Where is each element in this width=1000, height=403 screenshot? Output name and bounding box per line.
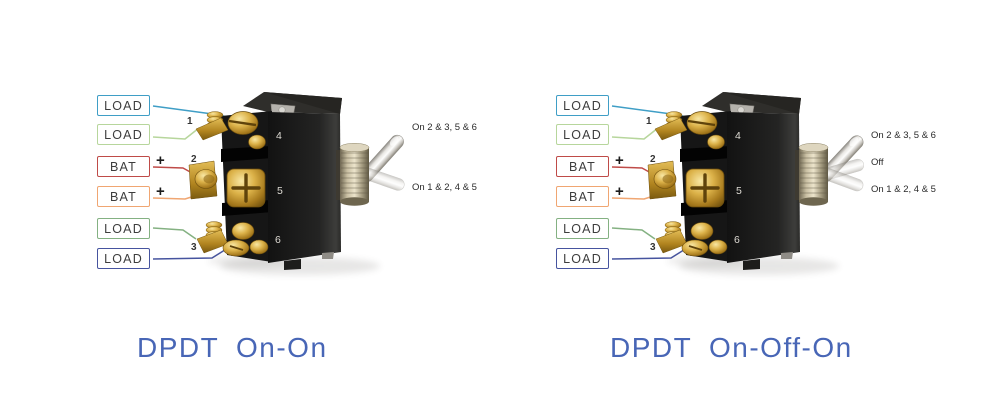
wire-bat-1 [611,166,652,174]
label-load-4: LOAD [97,248,150,269]
terminal-number-3: 3 [650,242,656,253]
diagram-dpdt-on-on: 1 2 3 4 5 6 On 2 & 3, 5 & 6 On 1 & 2, 4 … [97,0,477,363]
diagram-title-on-on: DPDT On-On [137,332,328,363]
switch-bushing [794,142,829,207]
label-load-3-text: LOAD [563,221,602,236]
label-load-1: LOAD [97,95,150,116]
switch-scene: 1 2 3 4 5 6 On 2 & 3, 5 & 6 On 1 & 2, 4 … [152,0,477,310]
terminal-number-6: 6 [734,234,740,246]
terminal-number-5: 5 [277,185,283,197]
terminal-number-1: 1 [187,116,193,127]
position-label-down: On 1 & 2, 4 & 5 [412,182,477,193]
bat-1-plus-sign: + [156,152,165,169]
position-label-up: On 2 & 3, 5 & 6 [871,130,936,141]
label-load-4-text: LOAD [104,251,143,266]
label-bat-1: BAT [556,156,609,177]
label-load-1-text: LOAD [563,98,602,113]
label-load-4: LOAD [556,248,609,269]
position-label-up: On 2 & 3, 5 & 6 [412,122,477,133]
label-load-3-text: LOAD [104,221,143,236]
switch-scene: 1 2 3 4 5 6 On 2 & 3, 5 & 6 Off On 1 & 2… [611,0,936,310]
label-load-2: LOAD [97,124,150,145]
terminal-number-3: 3 [191,242,197,253]
wire-load-4 [152,247,229,260]
wire-load-2 [611,127,659,140]
terminal-number-4: 4 [276,130,282,142]
label-load-2: LOAD [556,124,609,145]
wire-load-3 [611,227,656,240]
label-bat-2: BAT [97,186,150,207]
diagram-dpdt-on-off-on: 1 2 3 4 5 6 On 2 & 3, 5 & 6 Off On 1 & 2… [459,0,959,403]
label-bat-2-text: BAT [569,189,596,204]
wires [611,105,699,260]
label-bat-1-text: BAT [110,159,137,174]
terminal-number-5: 5 [736,185,742,197]
label-load-1-text: LOAD [104,98,143,113]
terminal-number-6: 6 [275,234,281,246]
wire-load-3 [152,227,197,240]
wire-bat-1 [152,166,193,174]
terminal-number-1: 1 [646,116,652,127]
terminal-number-2: 2 [650,154,656,165]
wire-load-4 [611,247,688,260]
terminal-number-4: 4 [735,130,741,142]
label-bat-1: BAT [97,156,150,177]
bat-2-plus-sign: + [615,183,624,200]
label-load-3: LOAD [556,218,609,239]
bat-1-plus-sign: + [615,152,624,169]
label-load-1: LOAD [556,95,609,116]
label-bat-2-text: BAT [110,189,137,204]
terminal-number-2: 2 [191,154,197,165]
wire-load-2 [152,127,200,140]
label-load-2-text: LOAD [563,127,602,142]
diagram-title-on-off-on: DPDT On-Off-On [610,332,853,363]
label-bat-2: BAT [556,186,609,207]
bat-2-plus-sign: + [156,183,165,200]
position-label-off: Off [871,157,884,168]
label-load-3: LOAD [97,218,150,239]
position-label-down: On 1 & 2, 4 & 5 [871,184,936,195]
label-load-4-text: LOAD [563,251,602,266]
label-load-2-text: LOAD [104,127,143,142]
label-bat-1-text: BAT [569,159,596,174]
switch-bushing [335,142,370,207]
